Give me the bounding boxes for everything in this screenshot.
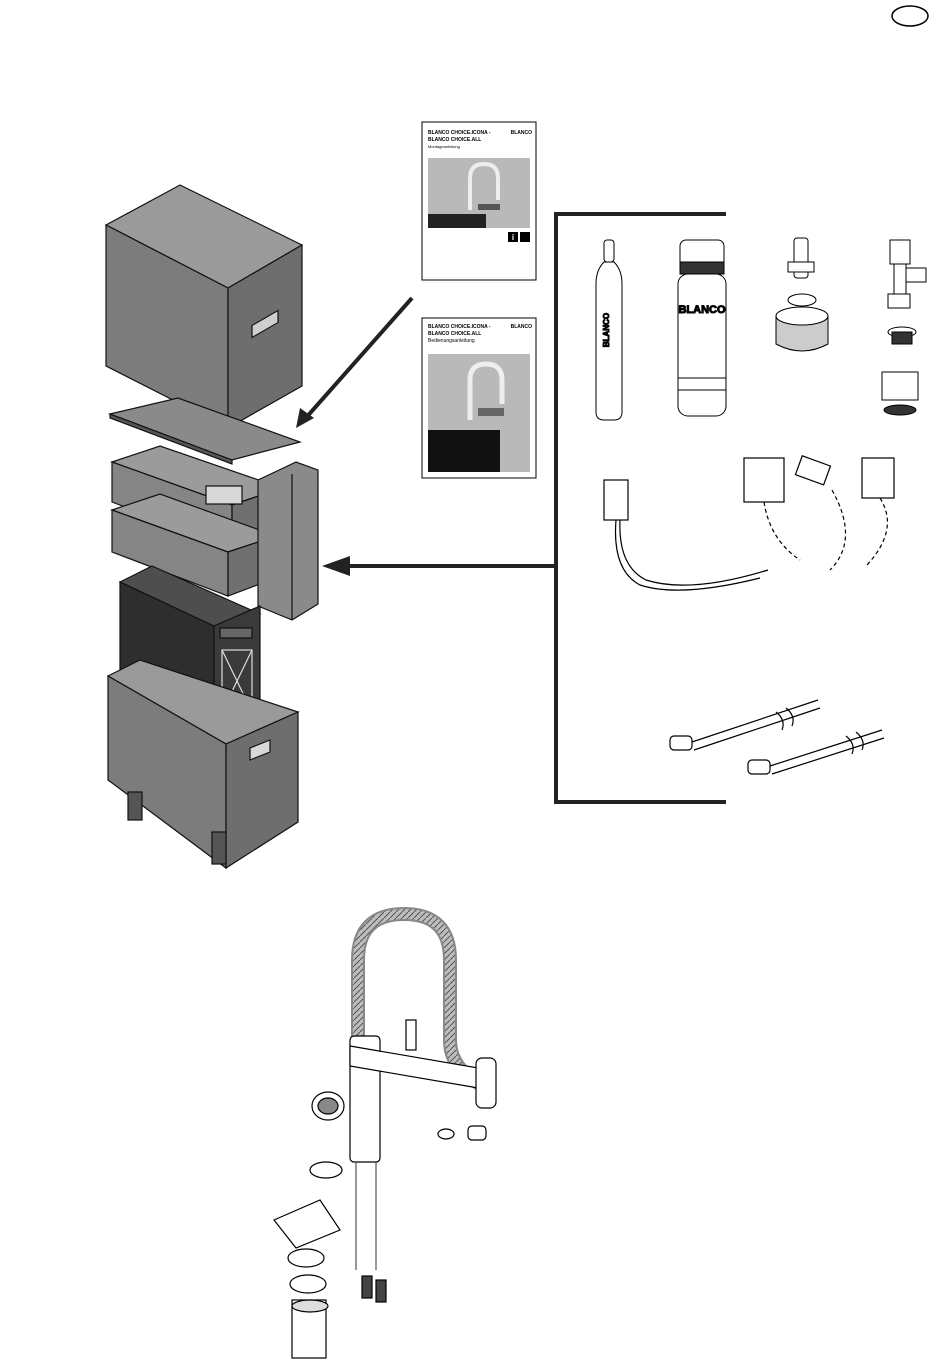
cylinder-label: BLANCO — [602, 313, 611, 347]
kitchen-faucet — [274, 914, 496, 1358]
filter-label: BLANCO — [678, 304, 725, 316]
operating-manual: BLANCO CHOICE.ICONA - BLANCO CHOICE.ALL … — [422, 318, 536, 478]
manual-title-1: BLANCO CHOICE.ICONA - — [428, 324, 491, 330]
manual-brand: BLANCO — [511, 130, 532, 136]
filter-head — [776, 238, 828, 351]
language-badge — [892, 6, 928, 26]
co2-cylinder: BLANCO — [596, 240, 622, 420]
installation-manual: BLANCO CHOICE.ICONA - BLANCO CHOICE.ALL … — [422, 122, 536, 280]
manual-subtitle: Montageanleitung — [428, 144, 460, 149]
arrow-to-box — [296, 298, 412, 428]
side-panel — [258, 462, 318, 620]
pallet-foot — [212, 832, 226, 864]
manual-brand: BLANCO — [511, 324, 532, 330]
bottom-carton-box — [108, 660, 298, 868]
pallet-foot — [128, 792, 142, 820]
top-carton-box — [106, 185, 302, 428]
manual-title-1: BLANCO CHOICE.ICONA - — [428, 130, 491, 136]
arrow-to-tray — [322, 556, 556, 576]
manual-subtitle: Bedienungsanleitung — [428, 338, 475, 344]
connection-hoses — [670, 700, 884, 774]
manual-title-2: BLANCO CHOICE.ALL — [428, 137, 481, 143]
tee-fitting — [882, 240, 926, 415]
power-cables — [604, 456, 894, 590]
manual-title-2: BLANCO CHOICE.ALL — [428, 331, 481, 337]
packaging-stack — [106, 185, 318, 868]
water-filter: BLANCO — [678, 240, 726, 416]
svg-text:i: i — [512, 233, 514, 242]
